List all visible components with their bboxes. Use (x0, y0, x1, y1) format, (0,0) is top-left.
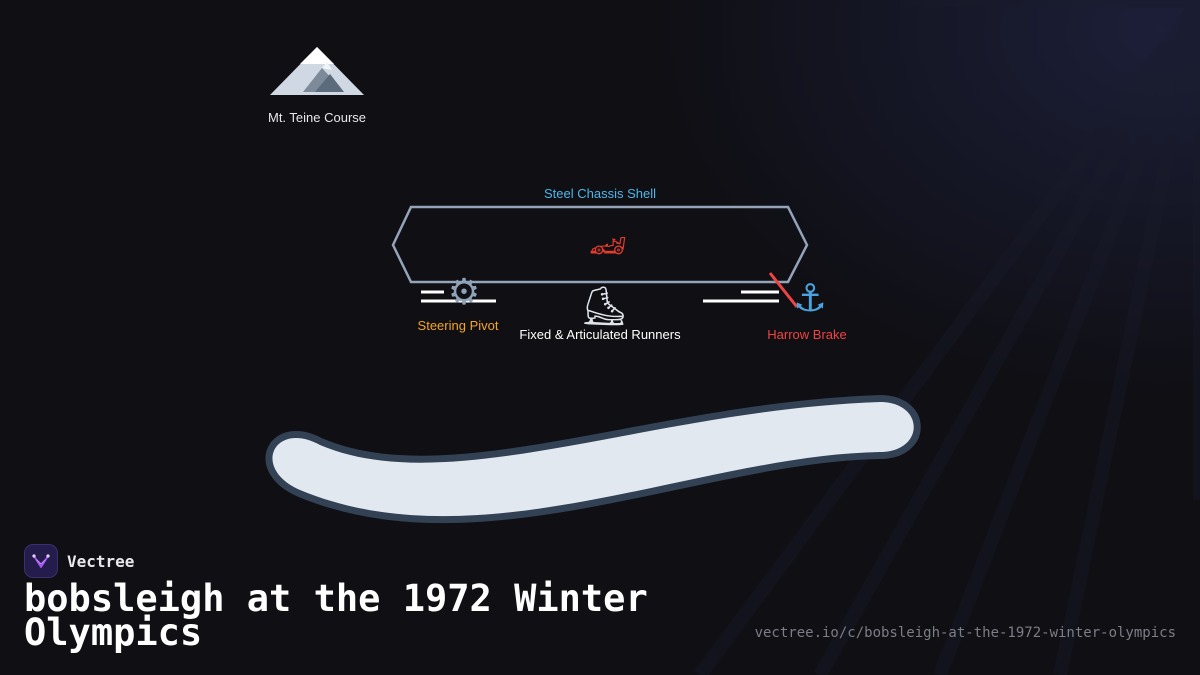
brake-label: Harrow Brake (767, 327, 847, 342)
brake-motion-lines (703, 290, 779, 303)
chassis-label: Steel Chassis Shell (544, 186, 656, 201)
vectree-logo-icon (24, 544, 58, 578)
brand-name: Vectree (67, 551, 135, 571)
course-label: Mt. Teine Course (267, 110, 367, 125)
brake-slash (768, 272, 799, 308)
ice-skate-icon: ⛸ (579, 284, 629, 328)
mountain-icon (270, 47, 364, 95)
steering-motion-lines (421, 290, 496, 303)
chassis-shell-outline (391, 205, 809, 284)
steering-label: Steering Pivot (417, 318, 499, 333)
source-url[interactable]: vectree.io/c/bobsleigh-at-the-1972-winte… (754, 625, 1176, 641)
anchor-icon: ⚓ (792, 276, 828, 320)
racing-car-icon: 🏎 (588, 229, 628, 264)
gear-icon: ⚙ (447, 272, 481, 313)
page-title: bobsleigh at the 1972 Winter Olympics (24, 577, 648, 654)
brand: Vectree (24, 544, 134, 578)
runners-label: Fixed & Articulated Runners (519, 327, 681, 342)
ice-track (272, 402, 914, 517)
